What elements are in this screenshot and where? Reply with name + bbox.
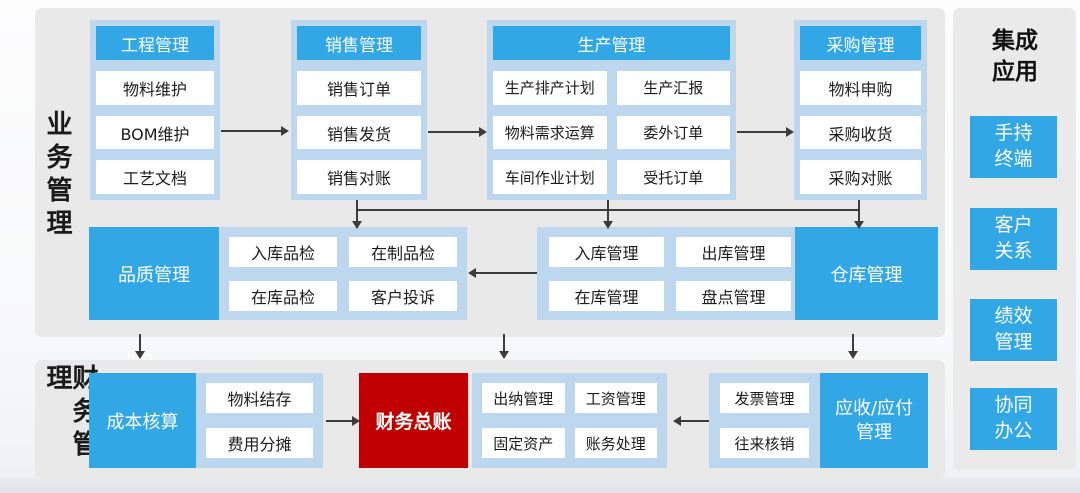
arrowhead-drop-procurement bbox=[854, 221, 864, 229]
arrow-sales-to-production bbox=[428, 131, 480, 133]
module-box: 出库管理 bbox=[676, 237, 791, 267]
procurement-column: 采购管理 物料申购 采购收货 采购对账 bbox=[794, 20, 927, 200]
quality-block: 品质管理 bbox=[89, 227, 219, 320]
module-box: 生产排产计划 bbox=[493, 71, 607, 105]
background-skyline-band bbox=[0, 478, 1080, 493]
arrowhead-drop-sales bbox=[352, 221, 362, 229]
module-box: 费用分摊 bbox=[206, 428, 313, 458]
arrow-production-to-procurement bbox=[737, 131, 787, 133]
module-box: 工资管理 bbox=[574, 383, 657, 413]
arrowhead-drop-production bbox=[603, 221, 613, 229]
arrow-engineering-to-sales bbox=[221, 130, 282, 132]
module-box: 销售发货 bbox=[297, 115, 421, 150]
module-box: 固定资产 bbox=[482, 428, 565, 458]
procurement-header: 采购管理 bbox=[800, 26, 921, 60]
sales-column: 销售管理 销售订单 销售发货 销售对账 bbox=[291, 20, 427, 200]
module-box: 受托订单 bbox=[616, 160, 730, 195]
cost-accounting-block: 成本核算 bbox=[89, 373, 196, 468]
module-box: 采购对账 bbox=[800, 160, 921, 195]
invoice-items-stack: 发票管理 往来核销 bbox=[720, 383, 809, 458]
arrowhead-warehouse-to-quality bbox=[468, 268, 476, 278]
arrowhead-cost-to-ledger bbox=[352, 416, 360, 426]
connector-drop-production bbox=[607, 200, 609, 222]
production-subcolumn-left: 生产排产计划 物料需求运算 车间作业计划 bbox=[493, 71, 607, 195]
sales-header: 销售管理 bbox=[297, 26, 421, 60]
arrowhead-sales-to-production bbox=[479, 127, 487, 137]
engineering-header: 工程管理 bbox=[96, 26, 214, 60]
arrowhead-warehouse-to-receivable bbox=[848, 351, 858, 359]
production-subcolumn-right: 生产汇报 委外订单 受托订单 bbox=[616, 71, 730, 195]
module-box: 往来核销 bbox=[720, 428, 809, 458]
module-box: 在库品检 bbox=[229, 281, 337, 311]
arrowhead-invoice-to-accounting bbox=[673, 416, 681, 426]
arrow-warehouse-to-quality bbox=[476, 272, 537, 274]
module-box: 采购收货 bbox=[800, 115, 921, 150]
arrowhead-engineering-to-sales bbox=[281, 126, 289, 136]
connector-drop-sales bbox=[356, 200, 358, 222]
module-box: 客户投诉 bbox=[349, 281, 457, 311]
arrowhead-quality-to-cost bbox=[135, 351, 145, 359]
arrow-quality-to-cost bbox=[139, 334, 141, 352]
module-box: 出纳管理 bbox=[482, 383, 565, 413]
module-box: 物料结存 bbox=[206, 383, 313, 413]
module-box: 入库管理 bbox=[549, 237, 664, 267]
arrow-cost-to-ledger bbox=[326, 420, 353, 422]
accounting-items-grid: 出纳管理 工资管理 固定资产 账务处理 bbox=[482, 383, 657, 458]
module-box: 物料维护 bbox=[96, 71, 214, 105]
production-header: 生产管理 bbox=[493, 26, 730, 60]
receivable-payable-block: 应收/应付管理 bbox=[820, 373, 928, 468]
general-ledger-block: 财务总账 bbox=[359, 373, 468, 468]
integration-item-office: 协同办公 bbox=[970, 388, 1057, 450]
module-box: 在库管理 bbox=[549, 281, 664, 311]
warehouse-block: 仓库管理 bbox=[795, 227, 938, 320]
module-box: 账务处理 bbox=[574, 428, 657, 458]
module-box: 物料需求运算 bbox=[493, 115, 607, 150]
arrowhead-production-to-procurement bbox=[786, 127, 794, 137]
engineering-column: 工程管理 物料维护 BOM维护 工艺文档 bbox=[90, 20, 220, 200]
module-box: 盘点管理 bbox=[676, 281, 791, 311]
module-box: 车间作业计划 bbox=[493, 160, 607, 195]
arrow-warehouse-to-receivable bbox=[852, 334, 854, 352]
module-box: 委外订单 bbox=[616, 115, 730, 150]
integration-item-crm: 客户关系 bbox=[970, 208, 1057, 270]
warehouse-items-grid: 入库管理 出库管理 在库管理 盘点管理 bbox=[549, 237, 791, 311]
quality-items-grid: 入库品检 在制品检 在库品检 客户投诉 bbox=[229, 237, 457, 311]
integration-item-performance: 绩效管理 bbox=[970, 299, 1057, 361]
connector-drop-procurement bbox=[858, 200, 860, 222]
module-box: 发票管理 bbox=[720, 383, 809, 413]
integration-title: 集成应用 bbox=[992, 28, 1038, 86]
arrow-to-ledger-area bbox=[503, 334, 505, 352]
module-box: BOM维护 bbox=[96, 115, 214, 150]
cost-items-stack: 物料结存 费用分摊 bbox=[206, 383, 313, 458]
business-section-label: 业务管理 bbox=[42, 110, 72, 242]
integration-item-handheld: 手持终端 bbox=[970, 116, 1057, 178]
production-column: 生产管理 生产排产计划 物料需求运算 车间作业计划 生产汇报 委外订单 受托订单 bbox=[487, 20, 736, 200]
production-subcolumns: 生产排产计划 物料需求运算 车间作业计划 生产汇报 委外订单 受托订单 bbox=[493, 71, 730, 195]
module-box: 工艺文档 bbox=[96, 160, 214, 195]
module-box: 销售订单 bbox=[297, 71, 421, 105]
arrow-invoice-to-accounting bbox=[681, 420, 709, 422]
module-box: 入库品检 bbox=[229, 237, 337, 267]
module-box: 在制品检 bbox=[349, 237, 457, 267]
arrowhead-to-ledger-area bbox=[499, 351, 509, 359]
module-box: 销售对账 bbox=[297, 160, 421, 195]
module-box: 物料申购 bbox=[800, 71, 921, 105]
module-box: 生产汇报 bbox=[616, 71, 730, 105]
